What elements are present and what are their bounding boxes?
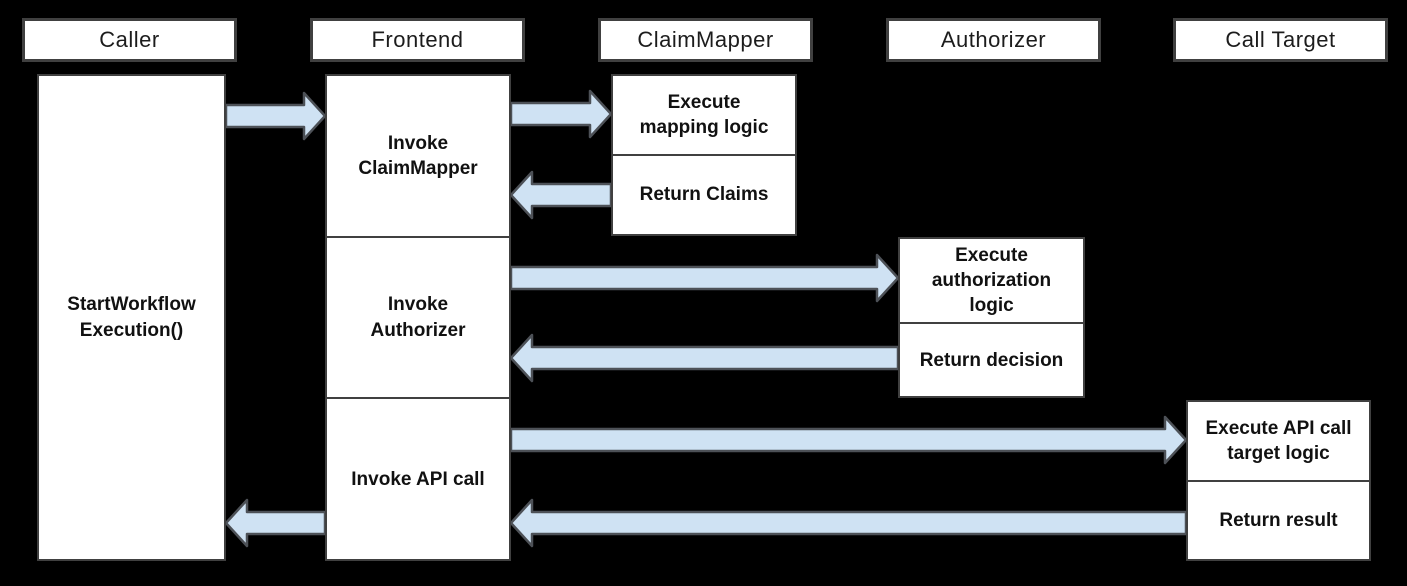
lifeline-header-frontend: Frontend [310,18,525,62]
claimmapper-step-return-claims: Return Claims [613,154,795,234]
arrow-frontend-to-claimmapper-icon [509,89,613,139]
caller-activation-label: StartWorkflow Execution() [67,294,196,341]
authorizer-step-execute-authorization-logic: Execute authorization logic [931,245,1052,317]
claimmapper-activation-stack: Execute mapping logic Return Claims [611,74,797,236]
arrow-authorizer-to-frontend-icon [509,333,900,383]
calltarget-activation-stack: Execute API call target logic Return res… [1186,400,1371,561]
authorizer-activation-stack: Execute authorization logic Return decis… [898,237,1085,398]
frontend-activation-stack: Invoke ClaimMapper Invoke Authorizer Inv… [325,74,511,561]
lifeline-header-caller: Caller [22,18,237,62]
arrow-caller-to-frontend-icon [224,91,327,141]
calltarget-step-execute-api-call-target-logic: Execute API call target logic [1205,417,1352,464]
arrow-frontend-to-calltarget-icon [509,415,1188,465]
caller-activation-box: StartWorkflow Execution() [37,74,226,561]
calltarget-step-return-result: Return result [1188,479,1369,560]
lifeline-header-authorizer: Authorizer [886,18,1101,62]
lifeline-header-calltarget: Call Target [1173,18,1388,62]
arrow-claimmapper-to-frontend-icon [509,170,613,220]
lifeline-header-claimmapper: ClaimMapper [598,18,813,62]
claimmapper-step-execute-mapping-logic: Execute mapping logic [639,91,769,138]
arrow-calltarget-to-frontend-icon [509,498,1188,548]
arrow-frontend-to-caller-icon [224,498,327,548]
frontend-step-invoke-authorizer: Invoke Authorizer [327,235,509,398]
arrow-frontend-to-authorizer-icon [509,253,900,303]
frontend-step-invoke-api-call: Invoke API call [327,397,509,559]
frontend-step-invoke-claimmapper: Invoke ClaimMapper [358,132,478,179]
authorizer-step-return-decision: Return decision [900,322,1083,396]
